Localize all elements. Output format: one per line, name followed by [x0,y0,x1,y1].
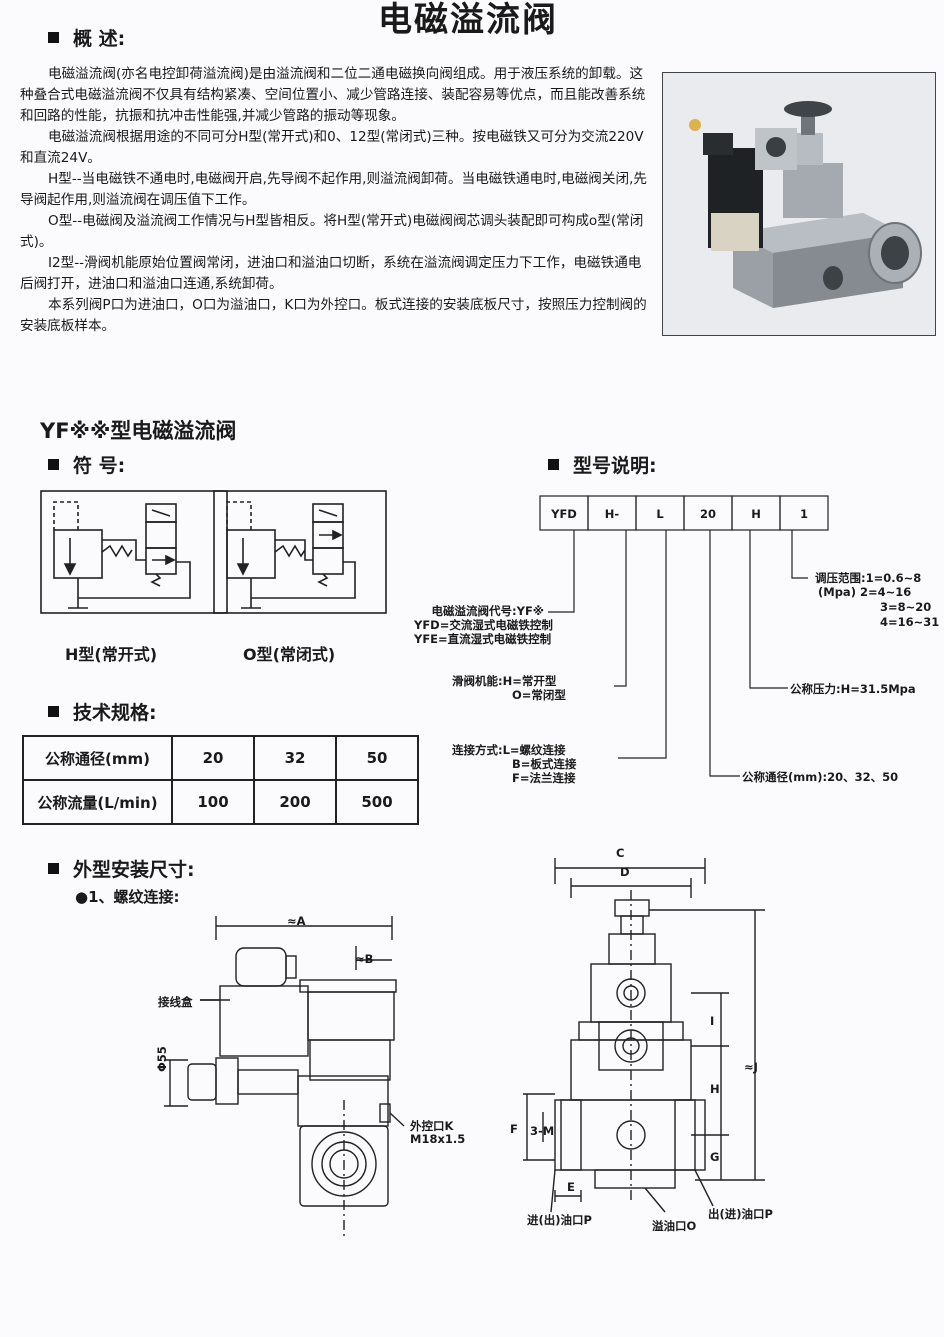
dim-m-label: 3-M [530,1124,555,1138]
dim-i-label: I [710,1014,715,1028]
dimensions-heading-text: 外型安装尺寸: [73,859,195,881]
model-pressure-range-line: (Mpa) 2=4~16 [818,585,912,599]
front-view-drawing [523,858,765,1213]
k-port-label: 外控口K [410,1119,454,1133]
specs-heading: 技术规格: [48,698,157,725]
dimensions-heading: 外型安装尺寸: [48,855,195,882]
overview-paragraph: 电磁溢流阀根据用途的不同可分H型(常开式)和0、12型(常闭式)三种。按电磁铁又… [20,129,644,166]
dim-f-label: F [510,1122,518,1136]
overview-heading: 概 述: [48,24,125,51]
symbols-heading-text: 符 号: [73,455,126,477]
valve-photo-illustration [663,73,935,335]
table-row: 公称流量(L/min) 100 200 500 [22,779,419,825]
model-connection-line: 连接方式:L=螺纹连接 [452,743,566,757]
model-heading-text: 型号说明: [573,455,657,477]
o-type-caption: O型(常闭式) [243,645,336,664]
overview-paragraph: 电磁溢流阀(亦名电控卸荷溢流阀)是由溢流阀和二位二通电磁换向阀组成。用于液压系统… [20,66,646,124]
model-function-line: O=常闭型 [512,688,566,702]
square-bullet-icon [48,32,59,43]
dim-j-label: ≈J [744,1060,758,1074]
overview-paragraph: H型--当电磁铁不通电时,电磁阀开启,先导阀不起作用,则溢流阀卸荷。当电磁铁通电… [20,171,647,208]
symbols-heading: 符 号: [48,451,125,478]
specs-heading-text: 技术规格: [73,702,157,724]
square-bullet-icon [48,706,59,717]
model-pressure-range-line: 3=8~20 [880,600,932,614]
dim-h-label: H [710,1082,720,1096]
product-photo [662,72,936,336]
model-box-text: 20 [699,507,716,521]
model-pressure-range-line: 4=16~31 [880,615,940,629]
table-row: 公称通径(mm) 20 32 50 [22,735,419,781]
h-type-caption: H型(常开式) [65,645,158,664]
o-type-symbol [213,490,387,614]
model-code-line: 电磁溢流阀代号:YF※ [431,604,544,618]
table-cell: 200 [253,779,337,825]
side-view-drawing [164,916,405,1240]
model-box-text: YFD [551,507,577,521]
model-nominal-diameter: 公称通径(mm):20、32、50 [742,770,899,784]
model-box-text: H [751,507,761,521]
model-connection-line: B=板式连接 [512,757,577,771]
specs-table: 公称通径(mm) 20 32 50 公称流量(L/min) 100 200 50… [22,735,419,825]
dim-e-label: E [567,1180,575,1194]
overview-paragraph: I2型--滑阀机能原始位置阀常闭，进油口和溢油口切断，系统在溢流阀调定压力下工作… [20,255,642,292]
model-code-leaders [539,495,829,777]
junction-box-label: 接线盒 [158,995,193,1009]
model-pressure-range-line: 调压范围:1=0.6~8 [815,571,922,585]
table-cell: 公称通径(mm) [22,735,173,781]
table-cell: 100 [171,779,255,825]
model-box-text: 1 [799,507,808,521]
page-title: 电磁溢流阀 [378,0,558,40]
overview-paragraph: O型--电磁阀及溢流阀工作情况与H型皆相反。将H型(常开式)电磁阀阀芯调头装配即… [20,213,644,250]
model-heading: 型号说明: [548,451,657,478]
k-thread-label: M18x1.5 [410,1132,466,1146]
overview-text: 电磁溢流阀(亦名电控卸荷溢流阀)是由溢流阀和二位二通电磁换向阀组成。用于液压系统… [20,64,650,337]
overview-heading-text: 概 述: [73,28,126,50]
model-nominal-pressure: 公称压力:H=31.5Mpa [790,682,916,696]
dim-dia55-label: Φ55 [155,1046,169,1072]
table-cell: 32 [253,735,337,781]
dim-b-label: ≈B [355,952,374,966]
series-title: YF※※型电磁溢流阀 [40,419,237,443]
table-cell: 公称流量(L/min) [22,779,173,825]
p-out-port-label: 出(进)油口P [708,1207,773,1221]
dim-d-label: D [620,865,630,879]
h-type-symbol [40,490,228,614]
table-cell: 50 [335,735,419,781]
dim-a-label: ≈A [287,914,306,928]
model-function-line: 滑阀机能:H=常开型 [452,674,557,688]
model-code-line: YFE=直流湿式电磁铁控制 [414,632,552,646]
model-connection-line: F=法兰连接 [512,771,576,785]
model-box-text: L [656,507,664,521]
square-bullet-icon [48,863,59,874]
model-box-text: H- [604,507,620,521]
p-in-port-label: 进(出)油口P [527,1213,592,1227]
threaded-connection-label: ●1、螺纹连接: [75,888,180,906]
table-cell: 500 [335,779,419,825]
square-bullet-icon [48,459,59,470]
model-code-line: YFD=交流湿式电磁铁控制 [414,618,553,632]
table-cell: 20 [171,735,255,781]
dim-g-label: G [710,1150,720,1164]
overview-paragraph: 本系列阀P口为进油口，O口为溢油口，K口为外控口。板式连接的安装底板尺寸，按照压… [20,297,647,334]
dim-c-label: C [616,846,625,860]
square-bullet-icon [548,459,559,470]
o-port-label: 溢油口O [652,1219,697,1233]
